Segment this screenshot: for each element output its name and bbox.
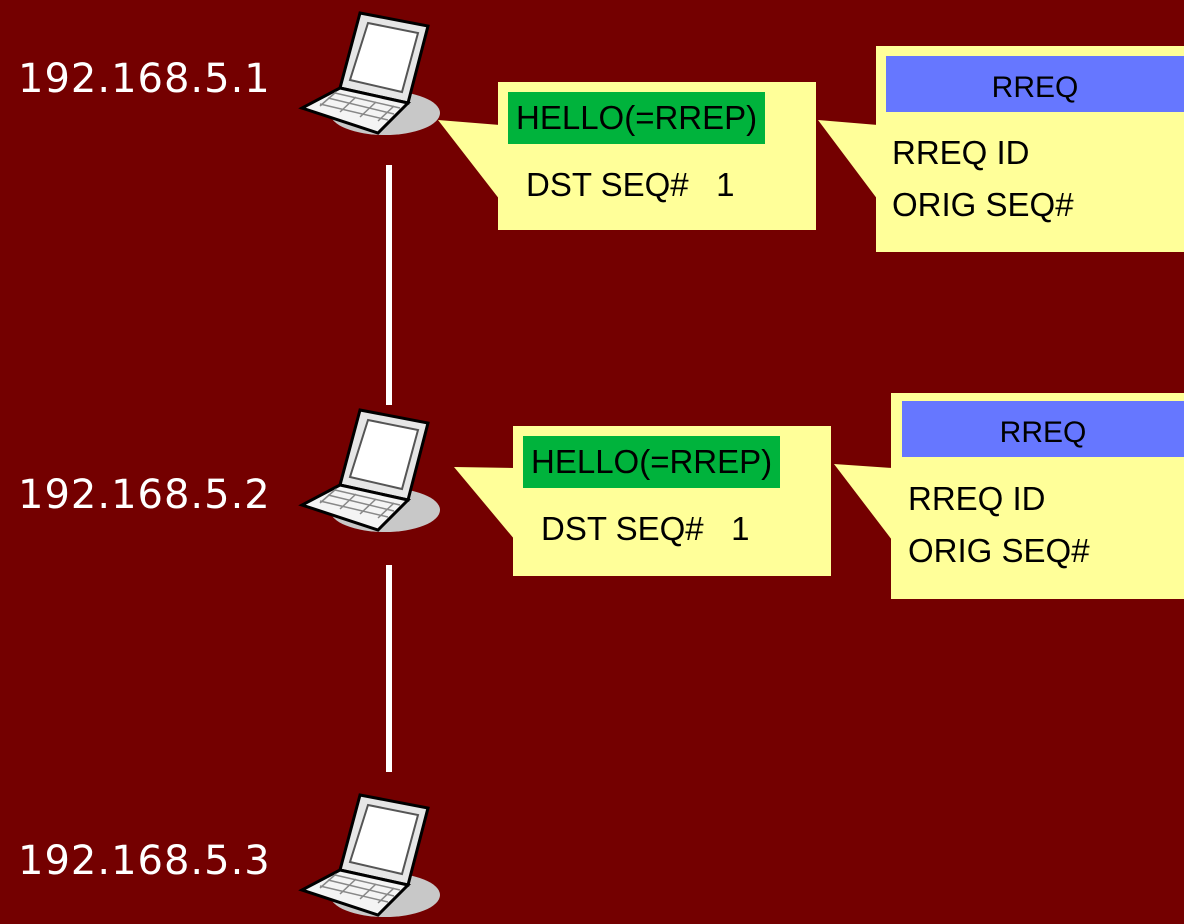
hello-callout-2-header: HELLO(=RREP): [523, 436, 781, 488]
node-3-ip-label: 192.168.5.3: [18, 838, 271, 884]
rreq-callout-2-tail: [834, 464, 892, 540]
rreq-callout-2-header: RREQ: [902, 401, 1184, 457]
hello-callout-1-dst-seq: DST SEQ# 1: [526, 166, 735, 203]
rreq-callout-1-rreq-id: RREQ ID: [892, 134, 1030, 171]
hello-callout-2-tail: [454, 467, 515, 540]
hello-callout-1-tail: [438, 120, 500, 200]
link-node2-node3: [386, 565, 392, 772]
link-node1-node2: [386, 165, 392, 405]
hello-callout-2-dst-seq: DST SEQ# 1: [541, 510, 750, 547]
node-2-ip-label: 192.168.5.2: [18, 472, 271, 518]
hello-callout-1-header: HELLO(=RREP): [508, 92, 766, 144]
laptop-icon[interactable]: [290, 790, 440, 920]
laptop-icon[interactable]: [290, 405, 440, 535]
rreq-callout-2-rreq-id: RREQ ID: [908, 480, 1046, 517]
rreq-callout-1-tail: [818, 120, 878, 200]
node-1-ip-label: 192.168.5.1: [18, 56, 271, 102]
rreq-callout-2-orig-seq: ORIG SEQ#: [908, 532, 1090, 569]
rreq-callout-1-orig-seq: ORIG SEQ#: [892, 186, 1074, 223]
laptop-icon[interactable]: [290, 8, 440, 138]
rreq-callout-1-header: RREQ: [886, 56, 1184, 112]
